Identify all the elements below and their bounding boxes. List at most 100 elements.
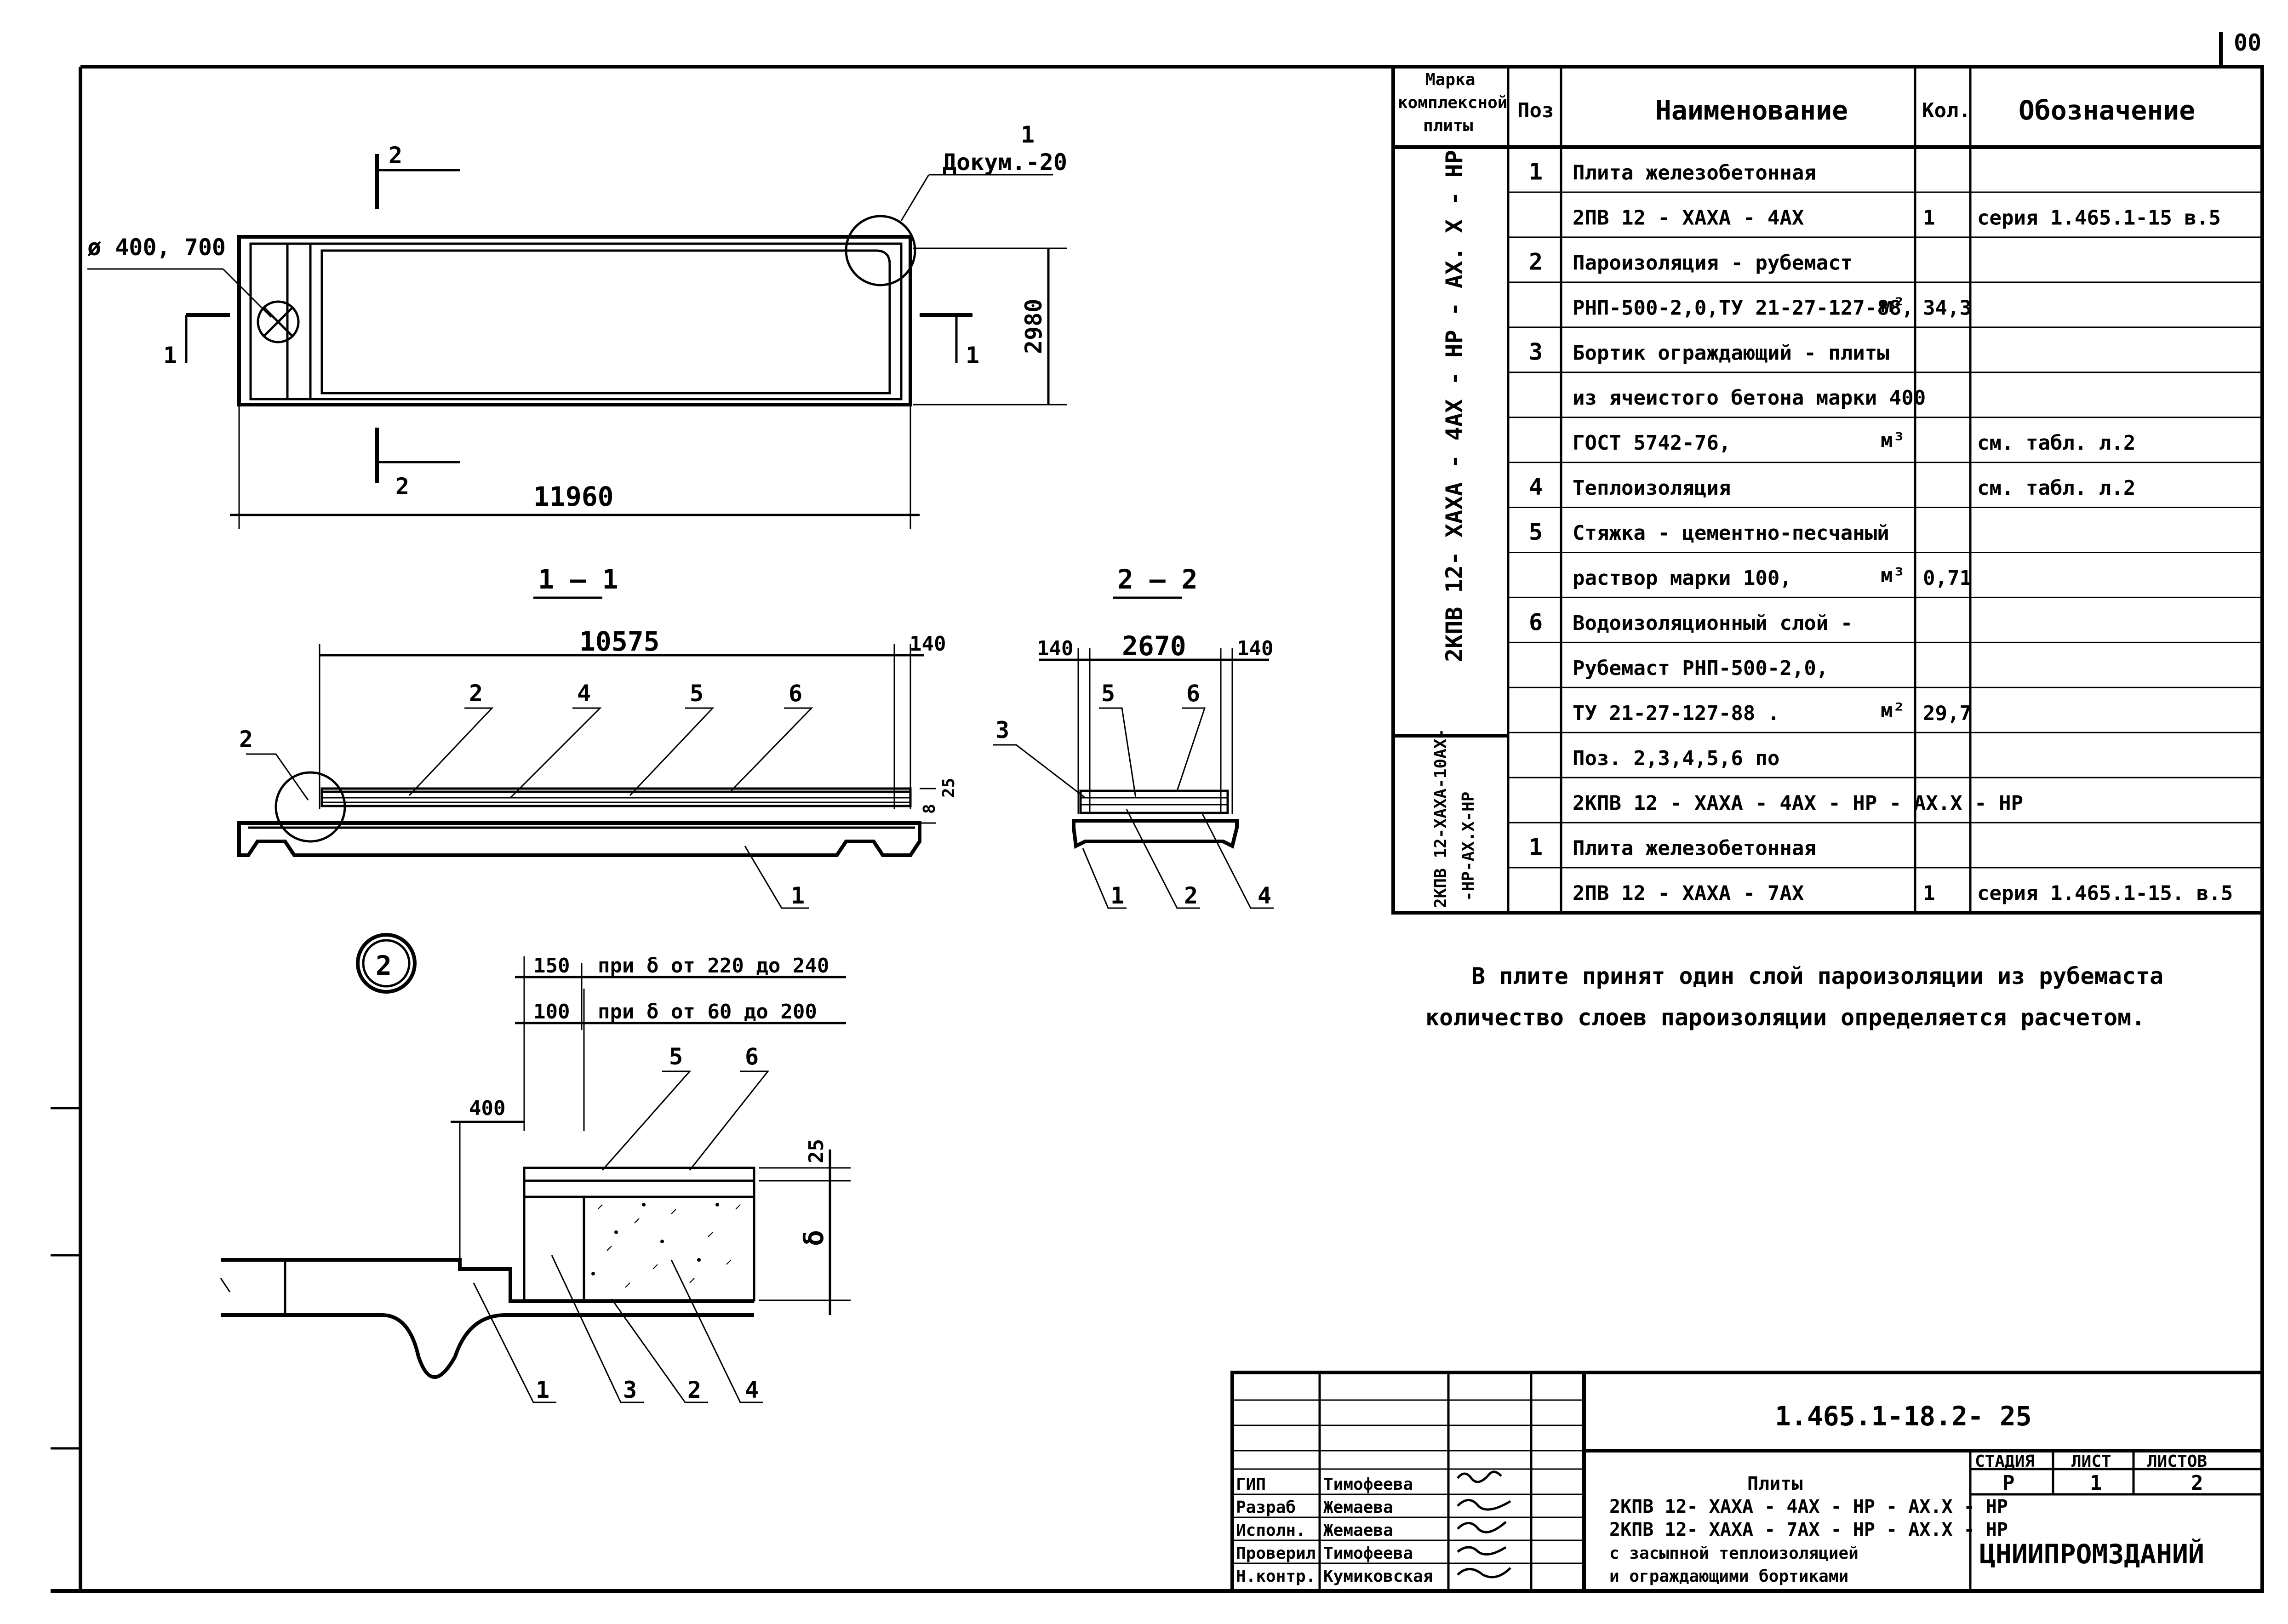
section-1-1-leader-1: 1 xyxy=(791,882,805,909)
title-block-person: Жемаева xyxy=(1323,1521,1393,1540)
detail-2-leader-3: 3 xyxy=(623,1377,637,1403)
detail-2-note-100: при δ от 60 до 200 xyxy=(598,1000,817,1024)
section-2-2-leader-6: 6 xyxy=(1186,680,1200,707)
section-1-1-leader-2a: 2 xyxy=(239,726,253,753)
title-block-person: Тимофеева xyxy=(1323,1475,1413,1494)
section-2-2-dim-mid: 2670 xyxy=(1122,630,1186,662)
header-mark-line1: Марка xyxy=(1425,70,1475,89)
spec-row-qty: 1 xyxy=(1923,882,1935,905)
spec-row-ref: серия 1.465.1-15. в.5 xyxy=(1977,882,2233,905)
plan-cut-2-bottom: 2 xyxy=(395,473,409,500)
section-1-1-end-dim: 140 xyxy=(909,632,946,656)
sheets-label: ЛИСТОВ xyxy=(2147,1452,2207,1471)
signatures xyxy=(1457,1470,1511,1578)
title-block-role: Исполн. xyxy=(1236,1521,1306,1540)
detail-2-note-150: при δ от 220 до 240 xyxy=(598,954,829,978)
plan-cut-1-right: 1 xyxy=(966,342,979,369)
spec-row-qty: 0,71 xyxy=(1923,566,1972,590)
detail-2-dim-25: 25 xyxy=(805,1139,828,1163)
spec-row-ref: см. табл. л.2 xyxy=(1977,431,2135,455)
spec-row-name: 2ПВ 12 - ХАХА - 4АХ xyxy=(1573,206,1804,229)
page-corner-mark: 00 xyxy=(2234,29,2261,56)
detail-2: 2 150 при δ от 220 до 240 100 при δ от 6… xyxy=(220,933,851,1403)
section-2-2-leader-1: 1 xyxy=(1110,882,1124,909)
section-2-2-dim-right: 140 xyxy=(1237,637,1273,660)
header-mark-line2: комплексной xyxy=(1398,93,1507,112)
title-line-4: с засыпной теплоизоляцией xyxy=(1609,1544,1859,1563)
section-1-1-dim-8: 8 xyxy=(920,804,939,814)
spec-row-name: Поз. 2,3,4,5,6 по xyxy=(1573,747,1779,770)
section-2-2-leader-5: 5 xyxy=(1101,680,1115,707)
title-block-role: Н.контр. xyxy=(1236,1567,1316,1586)
hole-diameter-label: ø 400, 700 xyxy=(87,234,226,261)
spec-row-qty: 29,7 xyxy=(1923,702,1972,725)
spec-row-name: из ячеистого бетона марки 400 xyxy=(1573,386,1926,410)
spec-table: Марка комплексной плиты Поз Наименование… xyxy=(1391,65,2264,915)
title-line-5: и ограждающими бортиками xyxy=(1609,1567,1848,1586)
detail-2-delta: δ xyxy=(798,1230,829,1246)
spec-row-name: Плита железобетонная xyxy=(1573,837,1816,860)
detail-2-leader-4: 4 xyxy=(745,1377,759,1403)
insulation-hatch xyxy=(591,1203,741,1288)
sheet-label: ЛИСТ xyxy=(2071,1452,2111,1471)
section-1-1-dim-25: 25 xyxy=(939,778,958,798)
plan-callout-number: 1 xyxy=(1021,121,1035,148)
group1-mark: 2КПВ 12- ХАХА - 4АХ - НР - АХ. Х - НР xyxy=(1441,150,1468,662)
section-1-1-leader-4: 4 xyxy=(577,680,591,707)
spec-row-name: 2КПВ 12 - ХАХА - 4АХ - НР - АХ.Х - НР xyxy=(1573,792,2023,815)
plan-cut-1-left: 1 xyxy=(163,342,177,369)
spec-row-name: Стяжка - цементно-песчаный xyxy=(1573,521,1889,545)
notes: В плите принят один слой пароизоляции из… xyxy=(1425,963,2163,1031)
spec-row-qty: 1 xyxy=(1923,206,1935,229)
section-1-1-leader-2b: 2 xyxy=(469,680,483,707)
header-pos: Поз xyxy=(1517,99,1554,122)
spec-row-name: Рубемаст РНП-500-2,0, xyxy=(1573,657,1828,680)
detail-2-leader-1: 1 xyxy=(536,1377,549,1403)
section-2-2-leader-2: 2 xyxy=(1184,882,1198,909)
detail-2-dim-400: 400 xyxy=(469,1097,505,1120)
title-block-role: Разраб xyxy=(1236,1498,1296,1517)
plan-width-dim: 2980 xyxy=(1020,299,1047,354)
spec-row-name: 2ПВ 12 - ХАХА - 7АХ xyxy=(1573,882,1804,905)
title-block-role: Проверил xyxy=(1236,1544,1316,1563)
plan-cut-2-top: 2 xyxy=(389,142,402,169)
section-1-1-title: 1 – 1 xyxy=(538,564,618,595)
detail-2-number: 2 xyxy=(376,950,392,981)
detail-2-leader-2: 2 xyxy=(687,1377,701,1403)
detail-2-dim-100: 100 xyxy=(533,1000,570,1024)
section-1-1: 1 – 1 10575 140 8 25 2 2 4 5 6 1 xyxy=(237,564,958,909)
spec-row-name: ГОСТ 5742-76, xyxy=(1573,431,1731,455)
spec-row-pos: 5 xyxy=(1529,519,1543,545)
detail-2-dim-150: 150 xyxy=(533,954,570,978)
spec-row-name: Плита железобетонная xyxy=(1573,161,1816,185)
group2-mark-line2: -НР-АХ.Х-НР xyxy=(1459,792,1478,901)
spec-row-unit: м³ xyxy=(1881,429,1905,452)
spec-row-pos: 1 xyxy=(1529,834,1543,861)
group2-mark-line1: 2КПВ 12-ХАХА-10АХ- xyxy=(1431,729,1450,908)
title-block-role: ГИП xyxy=(1236,1475,1266,1494)
plan-view: ø 400, 700 1 Докум.-20 2 2 1 1 2980 1196… xyxy=(87,121,1067,529)
spec-row-unit: м² xyxy=(1881,699,1905,722)
hole-circle xyxy=(257,300,300,343)
spec-row-name: ТУ 21-27-127-88 . xyxy=(1573,702,1779,725)
note-line-2: количество слоев пароизоляции определяет… xyxy=(1425,1004,2145,1031)
title-block-person: Жемаева xyxy=(1323,1498,1393,1517)
plan-length-dim: 11960 xyxy=(533,481,614,512)
stage-value: Р xyxy=(2002,1471,2015,1495)
spec-row-name: РНП-500-2,0,ТУ 21-27-127-88, xyxy=(1573,296,1914,320)
plan-callout-doc: Докум.-20 xyxy=(943,149,1067,176)
title-block-code: 1.465.1-18.2- 25 xyxy=(1775,1401,2032,1432)
detail-2-leader-5: 5 xyxy=(669,1043,683,1070)
header-name: Наименование xyxy=(1655,95,1848,126)
spec-row-pos: 3 xyxy=(1529,338,1543,365)
section-2-2-dim-left: 140 xyxy=(1037,637,1073,660)
spec-row-name: Водоизоляционный слой - xyxy=(1573,612,1853,635)
title-block-person: Кумиковская xyxy=(1323,1567,1433,1586)
spec-row-pos: 1 xyxy=(1529,159,1543,185)
section-2-2-leader-4: 4 xyxy=(1258,882,1271,909)
section-2-2: 2 – 2 140 2670 140 3 5 6 1 2 4 xyxy=(993,564,1274,909)
